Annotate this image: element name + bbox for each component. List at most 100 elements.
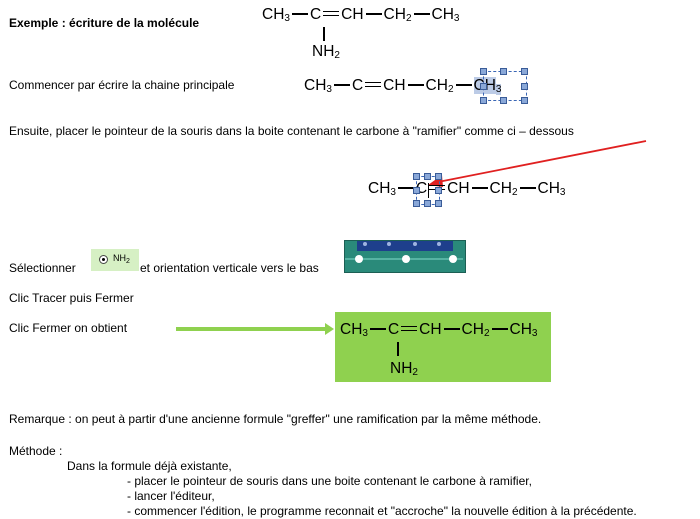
subscript: 3 [495, 84, 502, 95]
atom-ch2: CH [383, 6, 406, 23]
resize-handle[interactable] [413, 173, 420, 180]
atom-ch3: CH [509, 321, 532, 338]
single-bond [443, 328, 460, 330]
subscript: 2 [334, 50, 340, 61]
single-bond [333, 84, 350, 86]
resize-handle[interactable] [521, 97, 528, 104]
single-bond [369, 328, 386, 330]
radio-label-text: NH [113, 253, 126, 263]
radio-selected-icon[interactable] [99, 255, 108, 264]
toolbar-knob-icon[interactable] [402, 255, 410, 263]
amine-group: NH2 [312, 43, 340, 61]
subscript: 2 [447, 84, 454, 95]
subscript: 3 [390, 187, 396, 198]
toolbar-dot-icon [387, 242, 391, 246]
toolbar-dot-icon [413, 242, 417, 246]
result-box [335, 312, 551, 382]
double-bond [401, 326, 418, 332]
subscript: 3 [531, 328, 538, 339]
atom-ch3: CH [340, 321, 363, 338]
step3-text: Sélectionner [9, 261, 76, 275]
remark-text: Remarque : on peut à partir d'une ancien… [9, 412, 542, 426]
green-arrow-shaft [176, 327, 325, 331]
subscript: 3 [453, 13, 460, 24]
toolbar-dot-icon [363, 242, 367, 246]
single-bond [519, 187, 536, 189]
atom-ch: CH [341, 6, 364, 23]
atom-ch3: CH [262, 6, 285, 23]
resize-handle[interactable] [413, 187, 420, 194]
toolbar-dot-icon [437, 242, 441, 246]
resize-handle[interactable] [435, 173, 442, 180]
method-step: - commencer l'édition, le programme reco… [127, 504, 637, 518]
method-step: - placer le pointeur de souris dans une … [127, 474, 532, 488]
example-title: Exemple : écriture de la molécule [9, 16, 200, 30]
atom-ch3: CH [304, 77, 327, 94]
resize-handle[interactable] [480, 83, 487, 90]
single-bond [471, 187, 488, 189]
method-title: Méthode : [9, 444, 63, 458]
atom-ch2: CH [425, 77, 448, 94]
atom-nh: NH [312, 43, 335, 60]
resize-handle[interactable] [435, 200, 442, 207]
vertical-bond [397, 342, 399, 356]
subscript: 2 [126, 258, 130, 265]
single-bond [491, 328, 508, 330]
nh2-radio-option[interactable]: NH2 [91, 249, 139, 271]
resize-handle[interactable] [480, 68, 487, 75]
green-arrow-icon [325, 323, 334, 335]
atom-nh: NH [390, 360, 413, 377]
toolbar-blue-strip [357, 241, 453, 251]
step4-text: Clic Tracer puis Fermer [9, 291, 134, 305]
resize-handle[interactable] [480, 97, 487, 104]
resize-handle[interactable] [424, 200, 431, 207]
single-bond [397, 187, 414, 189]
atom-ch2: CH [461, 321, 484, 338]
single-bond [291, 13, 308, 15]
single-bond [365, 13, 382, 15]
resize-handle[interactable] [500, 97, 507, 104]
method-intro: Dans la formule déjà existante, [67, 459, 232, 473]
resize-handle[interactable] [424, 173, 431, 180]
resize-handle[interactable] [413, 200, 420, 207]
atom-ch: CH [419, 321, 442, 338]
resize-handle[interactable] [521, 83, 528, 90]
editor-toolbar-fragment [344, 240, 466, 273]
atom-ch3: CH [537, 180, 560, 197]
atom-c: C [387, 321, 400, 338]
subscript: 3 [326, 84, 332, 95]
radio-label: NH2 [113, 253, 130, 265]
atom-ch3: CH [368, 180, 391, 197]
step5-text: Clic Fermer on obtient [9, 321, 128, 335]
single-bond [407, 84, 424, 86]
double-bond [365, 82, 382, 88]
single-bond [413, 13, 430, 15]
atom-c-target[interactable]: C [415, 180, 428, 197]
text-cursor-icon [428, 183, 429, 198]
subscript: 2 [405, 13, 412, 24]
atom-c: C [351, 77, 364, 94]
subscript: 2 [483, 328, 490, 339]
amine-group: NH2 [390, 360, 418, 378]
atom-ch: CH [447, 180, 470, 197]
resize-handle[interactable] [435, 187, 442, 194]
atom-ch3: CH [431, 6, 454, 23]
method-step: - lancer l'éditeur, [127, 489, 215, 503]
toolbar-knob-icon[interactable] [449, 255, 457, 263]
subscript: 3 [559, 187, 566, 198]
subscript: 3 [362, 328, 368, 339]
subscript: 3 [284, 13, 290, 24]
step2-text: Ensuite, placer le pointeur de la souris… [9, 124, 574, 138]
toolbar-knob-icon[interactable] [355, 255, 363, 263]
double-bond [323, 11, 340, 17]
atom-ch2: CH [489, 180, 512, 197]
resize-handle[interactable] [521, 68, 528, 75]
atom-ch: CH [383, 77, 406, 94]
single-bond [455, 84, 472, 86]
step3-orientation-text: et orientation verticale vers le bas [140, 261, 319, 275]
resize-handle[interactable] [500, 68, 507, 75]
